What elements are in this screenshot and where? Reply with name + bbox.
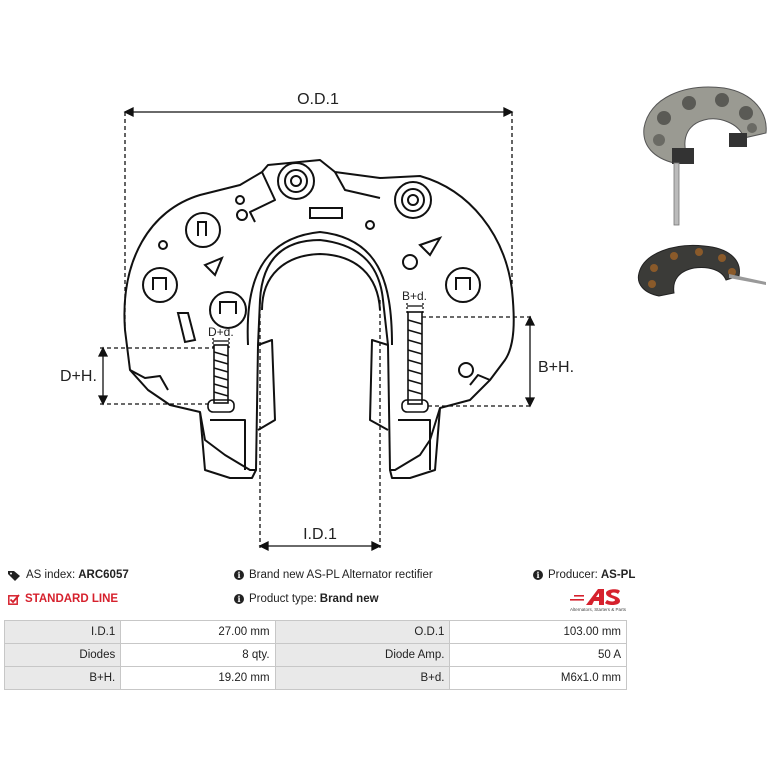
description-row: i Brand new AS-PL Alternator rectifier xyxy=(234,569,433,581)
product-photo-top xyxy=(643,86,767,226)
od-label: O.D.1 xyxy=(297,91,339,108)
producer-label: Producer: xyxy=(548,569,598,581)
spec-label: I.D.1 xyxy=(3,620,122,644)
dimension-lines xyxy=(97,106,536,552)
spec-label: Diode Amp. xyxy=(274,643,451,667)
product-type-row: i Product type: Brand new xyxy=(234,593,379,605)
info-icon: i xyxy=(234,594,244,604)
checkbox-icon xyxy=(8,593,20,605)
bd-label: B+d. xyxy=(402,289,427,303)
bh-label: B+H. xyxy=(538,359,574,376)
table-row: B+H. 19.20 mm B+d. M6x1.0 mm xyxy=(3,666,627,690)
spec-table: I.D.1 27.00 mm O.D.1 103.00 mm Diodes 8 … xyxy=(3,620,627,690)
description-text: Brand new AS-PL Alternator rectifier xyxy=(249,569,433,581)
table-row: I.D.1 27.00 mm O.D.1 103.00 mm xyxy=(3,620,627,644)
id-label: I.D.1 xyxy=(303,526,337,543)
logo-tagline: Alternators, Starters & Parts xyxy=(569,607,627,612)
rectifier-features xyxy=(142,162,481,378)
as-index-row: AS index: ARC6057 xyxy=(8,569,129,581)
dh-label: D+H. xyxy=(60,368,97,385)
as-index-value: ARC6057 xyxy=(78,569,129,581)
table-row: Diodes 8 qty. Diode Amp. 50 A xyxy=(3,643,627,667)
dd-label: D+d. xyxy=(208,325,234,339)
spec-value: 103.00 mm xyxy=(449,620,627,644)
spec-value: 19.20 mm xyxy=(120,666,276,690)
product-photo-bottom xyxy=(637,244,766,297)
info-icon: i xyxy=(533,570,543,580)
producer-row: i Producer: AS-PL xyxy=(533,569,635,581)
spec-label: O.D.1 xyxy=(274,620,451,644)
spec-value: 50 A xyxy=(449,643,627,667)
producer-value: AS-PL xyxy=(600,569,636,581)
tag-icon xyxy=(8,570,20,581)
spec-label: B+d. xyxy=(274,666,451,690)
spec-label: Diodes xyxy=(3,643,122,667)
mounting-studs xyxy=(207,311,429,413)
as-pl-logo xyxy=(570,589,620,606)
spec-label: B+H. xyxy=(3,666,122,690)
product-type-label: Product type: xyxy=(249,593,317,605)
product-type-value: Brand new xyxy=(319,593,379,605)
line-row: STANDARD LINE xyxy=(8,593,118,605)
spec-value: 27.00 mm xyxy=(120,620,276,644)
as-index-label: AS index: xyxy=(26,569,76,581)
spec-value: M6x1.0 mm xyxy=(449,666,627,690)
info-icon: i xyxy=(234,570,244,580)
rectifier-diagram: O.D.1 I.D.1 B+H. D+H. B+d. D+d. xyxy=(60,91,574,552)
standard-line-label: STANDARD LINE xyxy=(25,593,119,605)
spec-value: 8 qty. xyxy=(120,643,276,667)
rectifier-outline xyxy=(123,159,515,479)
